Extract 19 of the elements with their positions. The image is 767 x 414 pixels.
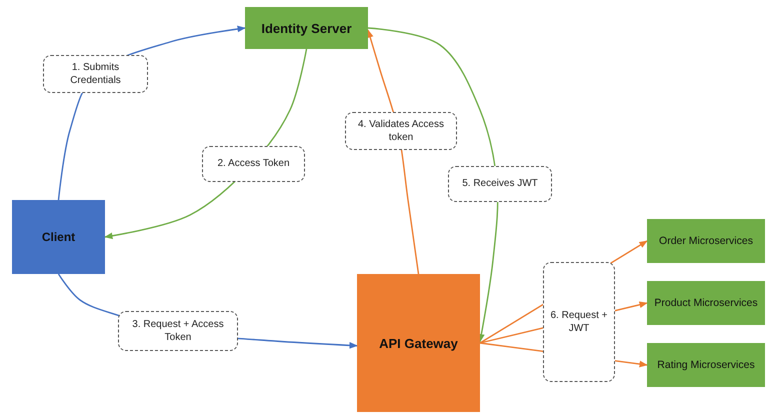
gateway-box — [357, 274, 480, 412]
node-label: Identity Server — [261, 20, 352, 36]
edge-label: 3. Request + Access Token — [118, 311, 238, 351]
edge-label: 2. Access Token — [202, 146, 305, 182]
edge-label: 6. Request + JWT — [543, 262, 615, 382]
arrow — [368, 27, 498, 342]
node-label: Client — [42, 230, 76, 244]
edge-label: 4. Validates Access token — [345, 112, 457, 150]
node-label: Rating Microservices — [657, 359, 755, 371]
service-box — [647, 343, 765, 387]
node-label: API Gateway — [379, 336, 458, 350]
node-label: Product Microservices — [654, 297, 758, 309]
node-label: Order Microservices — [659, 235, 753, 247]
edge-label: 1. Submits Credentials — [43, 55, 148, 93]
client-box — [12, 200, 105, 274]
service-box — [647, 219, 765, 263]
service-box — [647, 281, 765, 325]
server-box — [245, 7, 368, 49]
edge-label: 5. Receives JWT — [448, 166, 552, 202]
